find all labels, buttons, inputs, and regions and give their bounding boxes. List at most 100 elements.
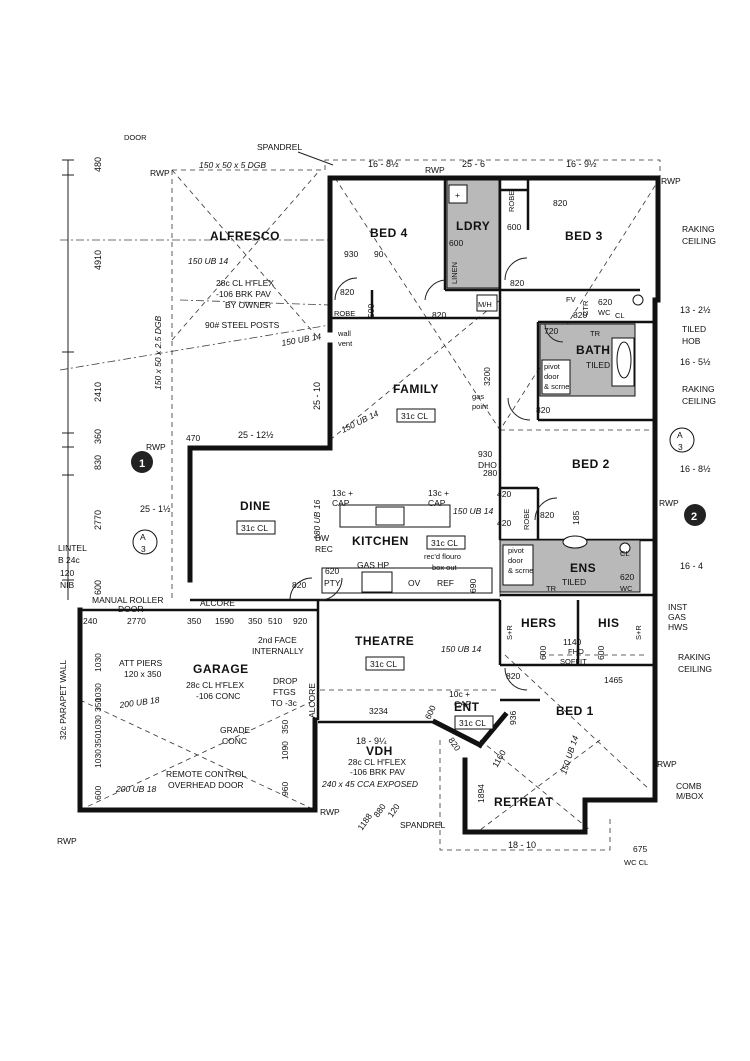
fv: FV xyxy=(566,295,576,304)
room-bed4: BED 4 xyxy=(370,226,408,240)
room-bed1: BED 1 xyxy=(556,704,594,718)
room-bed2: BED 2 xyxy=(572,457,610,471)
flouro-1: rec'd flouro xyxy=(424,552,461,561)
dim-dine-side: 25 - 1½ xyxy=(140,504,171,514)
dim-right-3: 16 - 8½ xyxy=(680,464,711,474)
alfresco-posts: 90# STEEL POSTS xyxy=(205,320,280,330)
dim-g1030-b: 1030 xyxy=(93,683,103,702)
fho-1: FHO xyxy=(568,647,584,656)
ceiling-family: 31c CL xyxy=(401,411,428,421)
dim-family-width: 25 - 10 xyxy=(312,382,322,410)
dw-2: REC xyxy=(315,544,333,554)
pivot-ens-1: pivot xyxy=(508,546,525,555)
spandrel-top: SPANDREL xyxy=(257,142,302,152)
dim-620-pty: 620 xyxy=(325,566,339,576)
wc-ens-label: WC xyxy=(620,584,633,593)
beam-ub14-e: 150 UB 14 xyxy=(441,644,481,654)
beam-dgb-top: 150 x 50 x 5 DGB xyxy=(199,160,266,170)
ctr: CTR xyxy=(581,300,590,316)
dim-g880: 880 xyxy=(371,802,387,820)
pivot-ens-3: & scrne xyxy=(508,566,533,575)
ceiling-theatre: 31c CL xyxy=(370,659,397,669)
kitchen-sink xyxy=(375,506,405,526)
rwp-7: RWP xyxy=(320,807,340,817)
svg-text:A: A xyxy=(677,430,683,440)
kitchen-bench xyxy=(321,567,493,594)
dim-g600: 600 xyxy=(93,786,103,800)
lintel-4: NIB xyxy=(60,580,75,590)
robe-bed4: ROBE xyxy=(334,309,355,318)
shower-ens xyxy=(502,544,534,586)
dim-1160: 1160 xyxy=(490,748,508,769)
dim-820-ent: 820 xyxy=(446,735,462,753)
sr-his: S+R xyxy=(634,625,643,640)
ceiling-boxes: 31c CL 31c CL 31c CL 31c CL 31c CL xyxy=(236,408,494,730)
cap-ent-1: 10c + xyxy=(449,689,470,699)
beam-ub16: 180 UB 16 xyxy=(312,500,322,540)
rwp-8: RWP xyxy=(57,836,77,846)
dim-top-mid: 25 - 6 xyxy=(462,159,485,169)
gas-hp: GAS HP xyxy=(357,560,389,570)
raking-3a: RAKING xyxy=(678,652,711,662)
dim-830: 830 xyxy=(93,455,103,470)
dim-620-ens: 620 xyxy=(620,572,634,582)
dim-g1030-a: 1030 xyxy=(93,653,103,672)
beam-dgb-side: 150 x 50 x 2.5 DGB xyxy=(153,315,163,390)
dim-g920: 920 xyxy=(293,616,307,626)
beam-ub18-a: 200 UB 18 xyxy=(115,784,156,794)
room-family: FAMILY xyxy=(393,382,439,396)
dim-top-left: 16 - 8½ xyxy=(368,159,399,169)
raking-1b: CEILING xyxy=(682,236,716,246)
room-bed3: BED 3 xyxy=(565,229,603,243)
pivot-bath-3: & scrne xyxy=(544,382,569,391)
ceiling-dine: 31c CL xyxy=(241,523,268,533)
drop-ftgs-3: TO -3c xyxy=(271,698,298,708)
dim-g350-c: 350 xyxy=(93,698,103,712)
inst-gas-1: INST xyxy=(668,602,687,612)
tiled-hob-1: TILED xyxy=(682,324,706,334)
door-label: DOOR xyxy=(124,133,147,142)
drop-ftgs-1: DROP xyxy=(273,676,298,686)
drop-ftgs-2: FTGS xyxy=(273,687,296,697)
manhole xyxy=(476,294,498,312)
dim-top-right: 16 - 9½ xyxy=(566,159,597,169)
cca-exposed: 240 x 45 CCA EXPOSED xyxy=(321,779,418,789)
cl-ens: CL xyxy=(620,549,630,558)
dw-1: DW xyxy=(315,533,329,543)
dim-4910: 4910 xyxy=(93,250,103,270)
dim-820-bed2: 820 xyxy=(536,405,550,415)
dim-2410: 2410 xyxy=(93,382,103,402)
dim-g350-e: 350 xyxy=(280,720,290,734)
garage-note-2: -106 CONC xyxy=(196,691,240,701)
dim-600-hers: 600 xyxy=(538,646,548,660)
dim-820-bed1: 820 xyxy=(506,671,520,681)
dim-600-robe: 600 xyxy=(507,222,521,232)
raking-1a: RAKING xyxy=(682,224,715,234)
tr-ens: TR xyxy=(546,584,557,593)
inst-gas-2: GAS xyxy=(668,612,686,622)
cl-bath: CL xyxy=(615,311,625,320)
tr-bath: TR xyxy=(590,329,601,338)
grade-2: CONC xyxy=(222,736,247,746)
cap-kit-2b: CAP xyxy=(428,498,446,508)
room-ent: ENT xyxy=(454,700,480,714)
room-theatre: THEATRE xyxy=(355,634,414,648)
dim-620-bath: 620 xyxy=(598,297,612,307)
dim-2770: 2770 xyxy=(93,510,103,530)
cap-kit-2a: 13c + xyxy=(428,488,449,498)
dim-right-4: 16 - 4 xyxy=(680,561,703,571)
beam-ub14-a: 150 UB 14 xyxy=(188,256,228,266)
wet-areas: + xyxy=(361,179,644,593)
remote-1: REMOTE CONTROL xyxy=(166,769,247,779)
rwp-3: RWP xyxy=(661,176,681,186)
ref: REF xyxy=(437,578,454,588)
vdh-note-1: 28c CL H'FLEX xyxy=(348,757,406,767)
vdh-note-2: -106 BRK PAV xyxy=(350,767,405,777)
pivot-bath-1: pivot xyxy=(544,362,561,371)
section-marker-a3-left xyxy=(132,529,158,555)
rwp-5: RWP xyxy=(659,498,679,508)
dim-g1090: 1090 xyxy=(280,741,290,760)
wall-vent-1: wall xyxy=(337,329,351,338)
dim-g1030-d: 1030 xyxy=(93,749,103,768)
dim-g350-d: 350 xyxy=(93,734,103,748)
